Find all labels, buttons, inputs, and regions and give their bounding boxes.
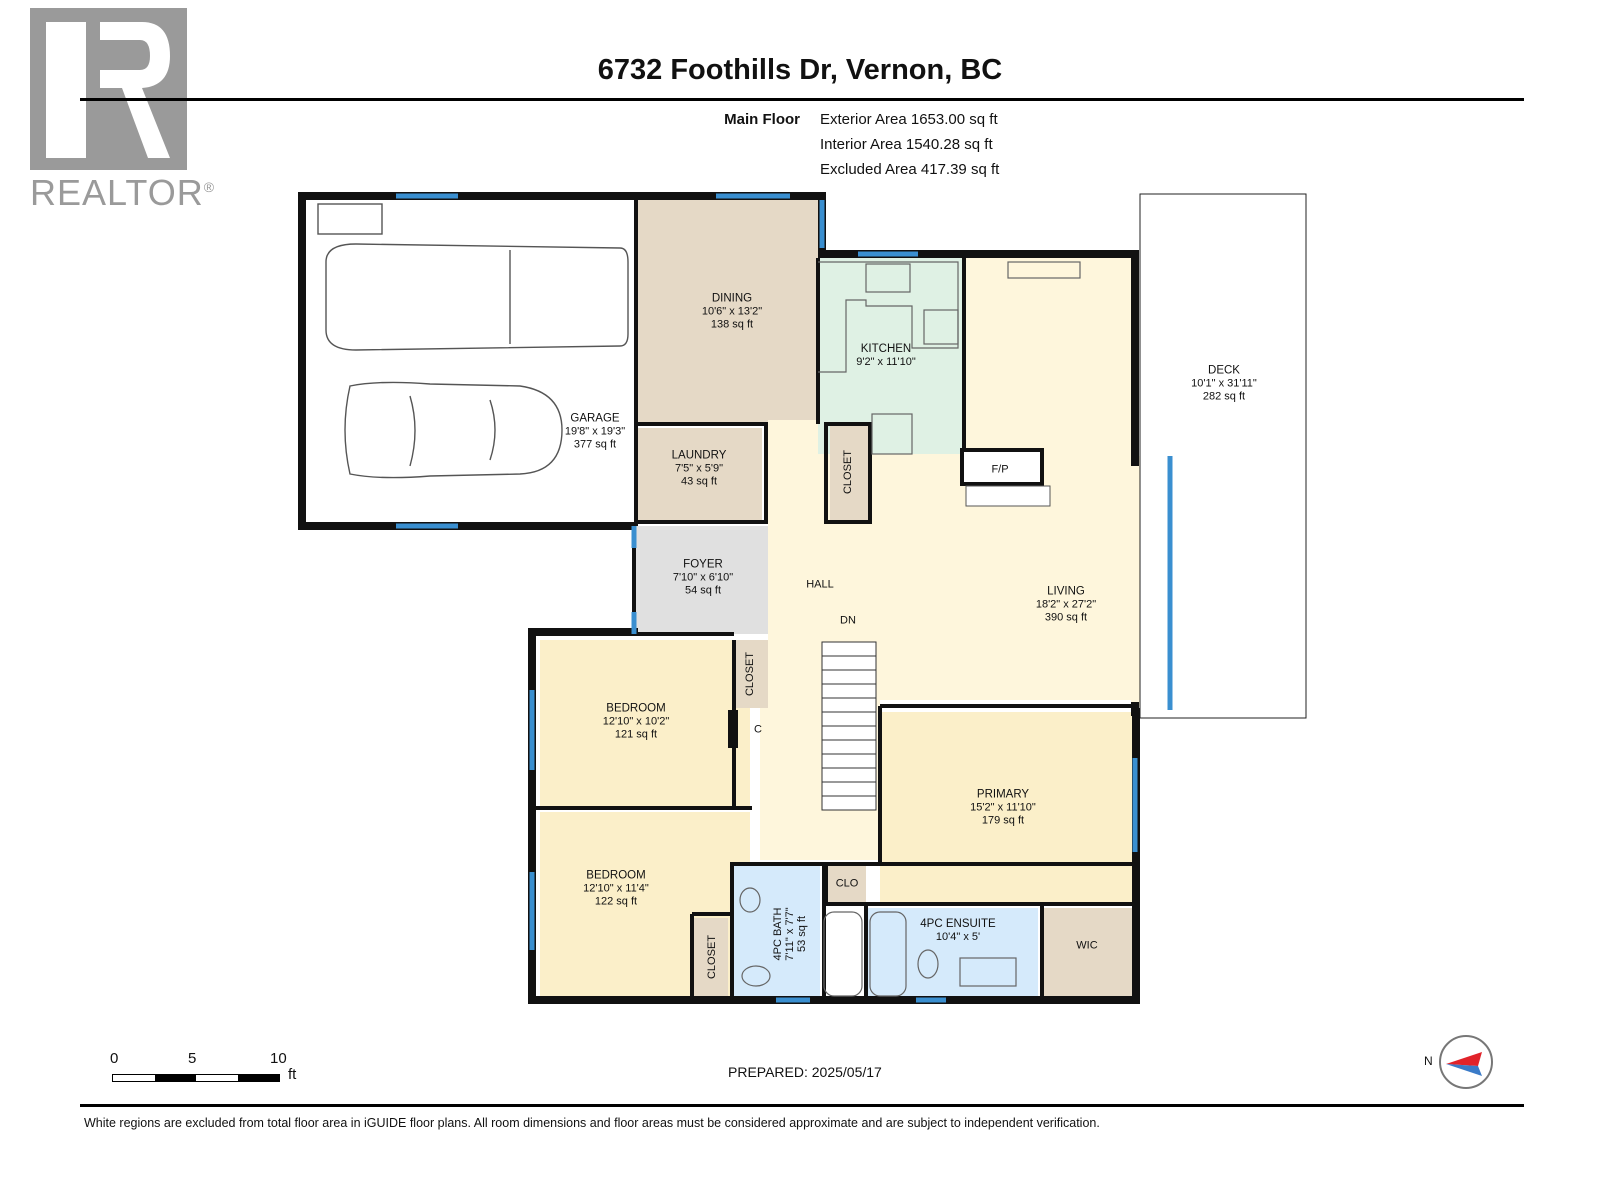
footnote: White regions are excluded from total fl… (84, 1116, 1100, 1130)
deck-outline (1139, 193, 1307, 719)
exterior-walls (298, 192, 1140, 1004)
realtor-wordmark: REALTOR® (30, 172, 216, 213)
room-ensuite: 4PC ENSUITE 10'4" x 5' (920, 918, 995, 944)
floor-name: Main Floor (724, 111, 800, 128)
ensuite-name: 4PC ENSUITE (920, 918, 996, 930)
ensuite-fill (866, 908, 1038, 996)
garage-area: 377 sq ft (573, 438, 617, 451)
foyer-area: 54 sq ft (684, 584, 722, 597)
room-laundry: LAUNDRY 7'5" x 5'9" 43 sq ft (672, 450, 727, 489)
clo-label: CLO (835, 877, 859, 890)
dining-area: 138 sq ft (710, 318, 754, 331)
foyer-dims: 7'10" x 6'10" (672, 571, 734, 584)
kitchen-name: KITCHEN (860, 343, 912, 355)
living-name: LIVING (1047, 585, 1085, 598)
room-garage: GARAGE 19'8" x 19'3" 377 sq ft (565, 413, 625, 452)
compass-icon (1439, 1035, 1493, 1089)
room-bedroom-1: BEDROOM 12'10" x 10'2" 121 sq ft (603, 703, 669, 742)
room-primary: PRIMARY 15'2" x 11'10" 179 sq ft (970, 789, 1036, 828)
primary-area: 179 sq ft (981, 814, 1025, 827)
foyer-fill (635, 526, 768, 634)
bedroom1-fill (540, 640, 750, 806)
scale-tick-10: 10 (270, 1050, 287, 1067)
wic-label: WIC (1076, 939, 1098, 952)
bedroom2-dims: 12'10" x 11'4" (583, 882, 649, 895)
kitchen-fill (818, 258, 964, 454)
room-bath: 4PC BATH 7'11" x 7'7" 53 sq ft (772, 907, 808, 960)
bath-fixtures (739, 887, 1017, 997)
living-area: 390 sq ft (1044, 611, 1088, 624)
windows (396, 193, 1173, 1003)
kitchen-dims: 9'2" x 11'10" (856, 356, 916, 368)
deck-name: DECK (1208, 364, 1240, 377)
clo-fill (826, 866, 866, 904)
garage-fill (302, 200, 632, 518)
bedroom2-area: 122 sq ft (594, 895, 638, 908)
dn-label: DN (840, 614, 856, 627)
fireplace (960, 448, 1044, 486)
primary-dims: 15'2" x 11'10" (970, 801, 1036, 814)
scale-tick-5: 5 (188, 1050, 197, 1067)
bedroom1-dims: 12'10" x 10'2" (602, 715, 670, 728)
interior-area: Interior Area 1540.28 sq ft (820, 136, 993, 153)
bath-area: 53 sq ft (796, 915, 808, 953)
scale-tick-0: 0 (110, 1050, 119, 1067)
dining-fill (638, 200, 818, 422)
header-rule (80, 98, 1524, 101)
room-kitchen: KITCHEN 9'2" x 11'10" (856, 343, 916, 369)
ensuite-dims: 10'4" x 5' (935, 931, 981, 943)
bedroom1-area: 121 sq ft (614, 728, 658, 741)
scale-unit: ft (288, 1066, 297, 1083)
fp-label: F/P (991, 463, 1009, 476)
hall-label: HALL (806, 578, 834, 591)
prepared-date: PREPARED: 2025/05/17 (728, 1064, 882, 1080)
laundry-fill (638, 428, 762, 520)
page-title: 6732 Foothills Dr, Vernon, BC (597, 54, 1003, 86)
closet1-label: CLOSET (842, 449, 854, 495)
living-dims: 18'2" x 27'2" (1035, 598, 1097, 611)
room-dining: DINING 10'6" x 13'2" 138 sq ft (702, 293, 762, 332)
wic-fill (1044, 908, 1132, 996)
laundry-dims: 7'5" x 5'9" (674, 462, 724, 475)
dining-name: DINING (711, 292, 753, 305)
room-bedroom-2: BEDROOM 12'10" x 11'4" 122 sq ft (583, 870, 649, 909)
foyer-name: FOYER (683, 558, 723, 571)
deck-dims: 10'1" x 31'11" (1191, 377, 1257, 390)
excluded-area: Excluded Area 417.39 sq ft (820, 161, 1000, 178)
garage-name: GARAGE (570, 412, 620, 425)
stairs (821, 641, 877, 811)
bedroom2-name: BEDROOM (586, 869, 646, 882)
closet1-fill (830, 424, 868, 520)
realtor-logo (30, 8, 205, 218)
room-foyer: FOYER 7'10" x 6'10" 54 sq ft (673, 559, 733, 598)
c-label: C (754, 723, 762, 736)
closet2-fill (734, 640, 768, 708)
bath-name: 4PC BATH (772, 907, 784, 961)
closet2-label: CLOSET (744, 651, 756, 697)
compass-north-label: N (1424, 1054, 1433, 1068)
laundry-name: LAUNDRY (671, 449, 727, 462)
room-deck: DECK 10'1" x 31'11" 282 sq ft (1191, 365, 1257, 404)
bath-dims: 7'11" x 7'7" (784, 907, 796, 961)
primary-name: PRIMARY (976, 788, 1030, 801)
exterior-area: Exterior Area 1653.00 sq ft (820, 111, 998, 128)
kitchen-counter (818, 261, 1081, 455)
garage-cars (317, 203, 629, 479)
closet3-label: CLOSET (706, 934, 718, 980)
bedroom1-name: BEDROOM (606, 702, 666, 715)
laundry-area: 43 sq ft (680, 475, 718, 488)
room-living: LIVING 18'2" x 27'2" 390 sq ft (1036, 586, 1096, 625)
dining-dims: 10'6" x 13'2" (701, 305, 763, 318)
closet3-fill (694, 918, 728, 996)
primary-fill (880, 712, 1132, 902)
deck-area: 282 sq ft (1202, 390, 1246, 403)
garage-dims: 19'8" x 19'3" (564, 425, 626, 438)
